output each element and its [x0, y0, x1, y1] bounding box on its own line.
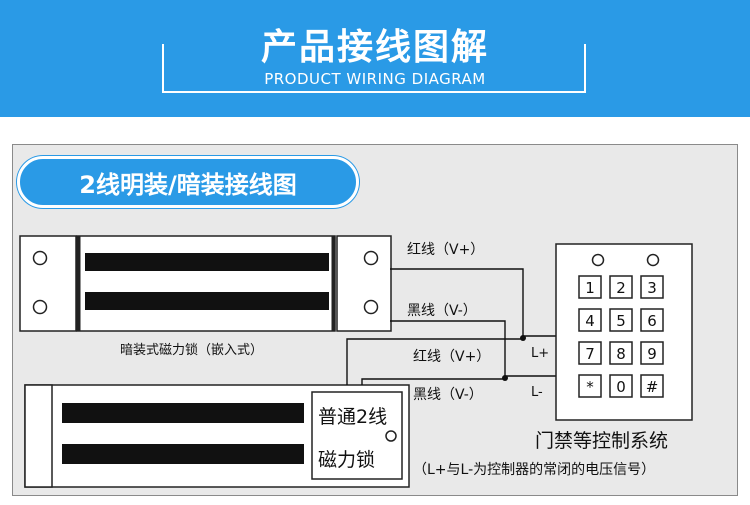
wire-label-top-black: 黑线（V-）: [407, 303, 477, 319]
keypad-key: [578, 275, 602, 299]
wire-bottom-red: [346, 338, 523, 385]
keypad-key-label: 7: [585, 345, 595, 363]
recessed-lock: [19, 235, 392, 332]
wire-label-bottom-red: 红线（V+）: [413, 349, 491, 365]
keypad-key: [640, 275, 664, 299]
screw-hole-icon: [363, 250, 379, 266]
surface-lock: [24, 384, 410, 488]
screw-hole-icon: [32, 299, 48, 315]
keypad-key: [609, 374, 633, 398]
wire-top-red: [390, 268, 574, 337]
wires: [346, 268, 574, 385]
terminal-label-minus: L-: [531, 385, 543, 400]
keypad-key: [640, 308, 664, 332]
recessed-lock-body: [76, 235, 336, 332]
keypad-key: [578, 374, 602, 398]
keypad-key: [609, 308, 633, 332]
surface-lock-coil-top: [62, 403, 304, 423]
keypad-key-label: *: [586, 378, 594, 396]
header-title-backdrop: [235, 18, 515, 70]
keypad-key-label: 4: [585, 312, 595, 330]
controller-note: （L+与L-为控制器的常闭的电压信号）: [413, 462, 656, 478]
terminal-label-plus: L+: [531, 346, 550, 361]
page-subtitle: PRODUCT WIRING DIAGRAM: [264, 70, 486, 88]
recessed-lock-coil-bottom: [85, 292, 329, 310]
indicator-led-icon: [646, 253, 660, 267]
header-frame: [162, 44, 586, 93]
keypad-key-label: 9: [647, 345, 657, 363]
junction-dot: [502, 375, 508, 381]
indicator-led-icon: [591, 253, 605, 267]
screw-hole-icon: [363, 299, 379, 315]
keypad-key-label: 2: [616, 279, 626, 297]
keypad-key: [640, 341, 664, 365]
surface-lock-coil-bottom: [62, 444, 304, 464]
keypad-key: [609, 275, 633, 299]
wire-bottom-black: [361, 378, 505, 385]
keypad-key-label: 5: [616, 312, 626, 330]
access-keypad: 1 2 3 4 5 6 7 8 9 * 0 #: [555, 243, 693, 421]
keypad-key: [578, 308, 602, 332]
keypad-key: [609, 341, 633, 365]
section-title: 2线明装/暗装接线图: [79, 171, 297, 199]
junction-dot: [520, 335, 526, 341]
section-pill: [17, 156, 359, 208]
recessed-lock-coil-top: [85, 253, 329, 271]
keypad-key-label: 0: [616, 378, 626, 396]
recessed-lock-caption: 暗装式磁力锁（嵌入式）: [120, 343, 264, 358]
page-title: 产品接线图解: [260, 27, 489, 68]
screw-hole-icon: [385, 430, 397, 442]
surface-lock-label-line2: 磁力锁: [318, 449, 376, 471]
keypad-key-label: #: [646, 378, 659, 396]
keypad-key-label: 8: [616, 345, 626, 363]
keypad-key-label: 6: [647, 312, 657, 330]
keypad-key: [578, 341, 602, 365]
wire-label-top-red: 红线（V+）: [407, 242, 485, 258]
controller-title: 门禁等控制系统: [535, 430, 669, 452]
wire-top-black: [390, 320, 574, 377]
wire-label-bottom-black: 黑线（V-）: [413, 387, 483, 403]
keypad-key-label: 3: [647, 279, 657, 297]
recessed-lock-right-plate: [336, 235, 392, 332]
screw-hole-icon: [32, 250, 48, 266]
surface-lock-label-line1: 普通2线: [318, 406, 388, 428]
recessed-lock-left-plate: [19, 235, 77, 332]
keypad-key: [640, 374, 664, 398]
keypad-key-label: 1: [585, 279, 595, 297]
